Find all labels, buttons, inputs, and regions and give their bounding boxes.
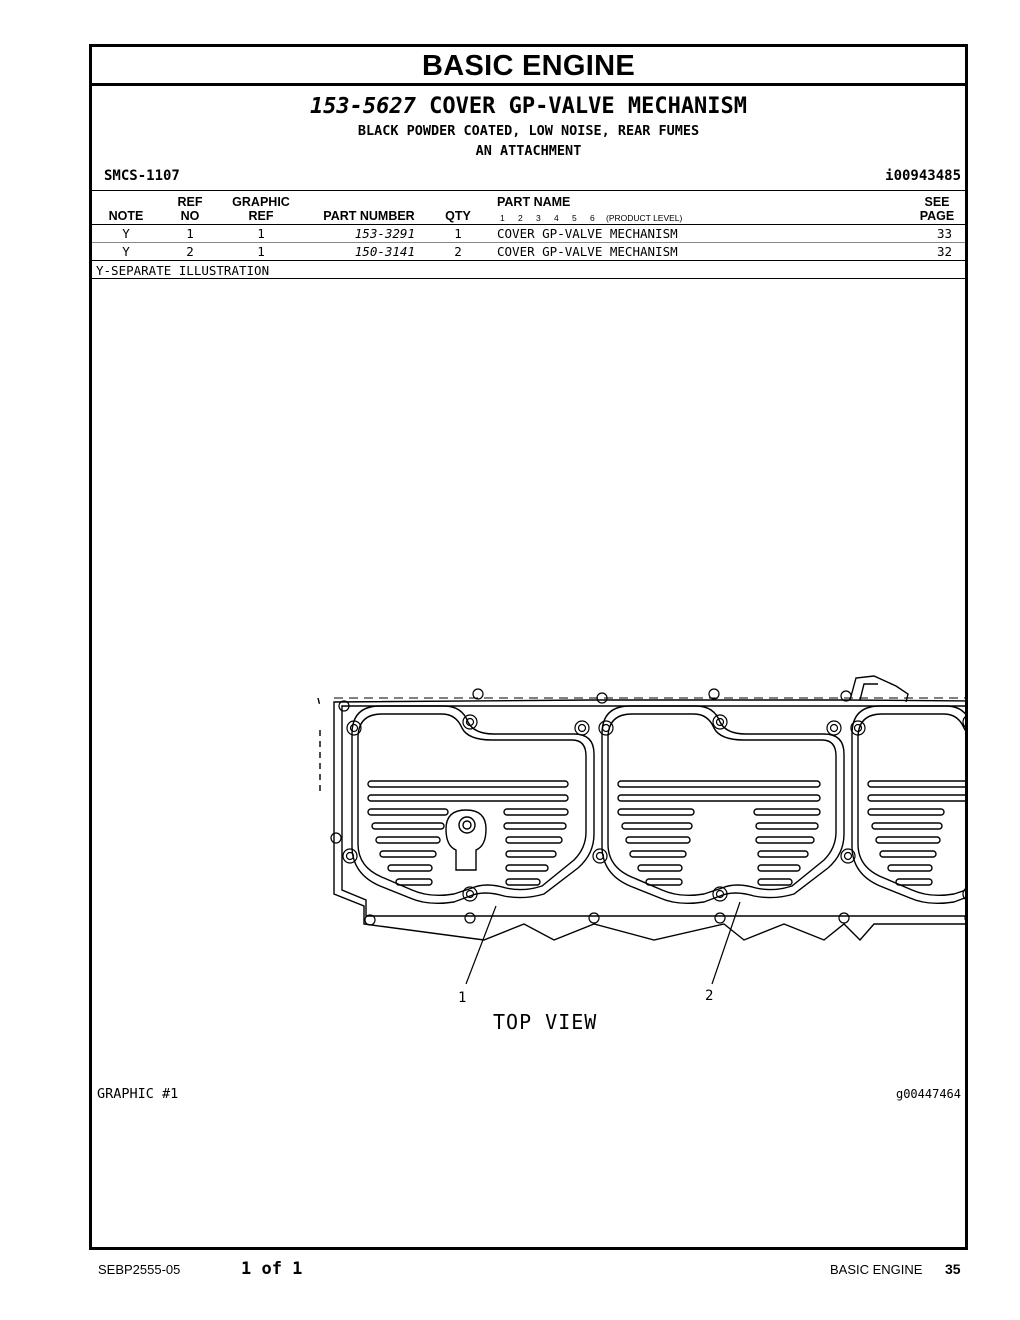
product-level-2: 2 (518, 213, 523, 223)
row-see-page[interactable]: 32 (936, 244, 952, 259)
graphic-id: g00447464 (895, 1087, 961, 1101)
header-ref-no-line2: NO (180, 209, 200, 223)
header-part-number: PART NUMBER (323, 209, 415, 223)
section-title: BASIC ENGINE (92, 47, 965, 86)
product-level-4: 4 (554, 213, 559, 223)
header-qty: QTY (445, 209, 471, 223)
group-part-number: 153-5627 (309, 94, 416, 119)
row-qty: 2 (454, 244, 462, 259)
product-level-6: 6 (590, 213, 595, 223)
valve-cover-illustration: 1 2 (317, 675, 965, 1006)
footer-page-of: 1 of 1 (241, 1259, 303, 1279)
page-frame: BASIC ENGINE 153-5627 COVER GP-VALVE MEC… (89, 44, 968, 1250)
group-name: COVER GP-VALVE MECHANISM (429, 94, 748, 119)
header-see-page-line1: SEE (924, 195, 950, 209)
table-footnote: Y-SEPARATE ILLUSTRATION (96, 263, 270, 278)
info-id: i00943485 (885, 168, 961, 184)
callout-1: 1 (458, 990, 466, 1006)
graphic-tag: GRAPHIC #1 (97, 1086, 179, 1102)
product-level-5: 5 (572, 213, 577, 223)
row-part-number[interactable]: 153-3291 (354, 226, 415, 241)
group-description-1: BLACK POWDER COATED, LOW NOISE, REAR FUM… (357, 123, 700, 139)
row-part-name: COVER GP-VALVE MECHANISM (497, 244, 678, 259)
product-level-3: 3 (536, 213, 541, 223)
row-see-page[interactable]: 33 (936, 226, 952, 241)
row-part-name: COVER GP-VALVE MECHANISM (497, 226, 678, 241)
row-qty: 1 (454, 226, 462, 241)
table-header-rule (92, 224, 965, 225)
footnote-rule (92, 278, 965, 279)
product-level-label: (PRODUCT LEVEL) (606, 213, 683, 223)
row-note: Y (122, 226, 130, 241)
row-graphic-ref: 1 (257, 244, 265, 259)
callout-2: 2 (705, 988, 713, 1004)
view-label: TOP VIEW (493, 1010, 598, 1034)
header-graphic-ref-line1: GRAPHIC (232, 195, 290, 209)
header-ref-no-line1: REF (177, 195, 203, 209)
row-part-number[interactable]: 150-3141 (354, 244, 415, 259)
table-top-rule (92, 190, 965, 191)
footer-section: BASIC ENGINE (830, 1262, 923, 1277)
row-ref-no: 2 (186, 244, 194, 259)
footer-doc-number: SEBP2555-05 (98, 1262, 181, 1277)
product-level-1: 1 (500, 213, 505, 223)
footer-page-number: 35 (945, 1261, 961, 1277)
row-ref-no: 1 (186, 226, 194, 241)
smcs-code: SMCS-1107 (104, 168, 180, 184)
group-title: 153-5627 COVER GP-VALVE MECHANISM (92, 94, 965, 119)
row-divider (92, 242, 965, 243)
header-part-name: PART NAME (497, 195, 571, 209)
table-bottom-rule (92, 260, 965, 261)
header-see-page-line2: PAGE (919, 209, 955, 223)
group-description-2: AN ATTACHMENT (475, 143, 582, 159)
header-note: NOTE (108, 209, 144, 223)
row-graphic-ref: 1 (257, 226, 265, 241)
row-note: Y (122, 244, 130, 259)
header-graphic-ref-line2: REF (248, 209, 274, 223)
